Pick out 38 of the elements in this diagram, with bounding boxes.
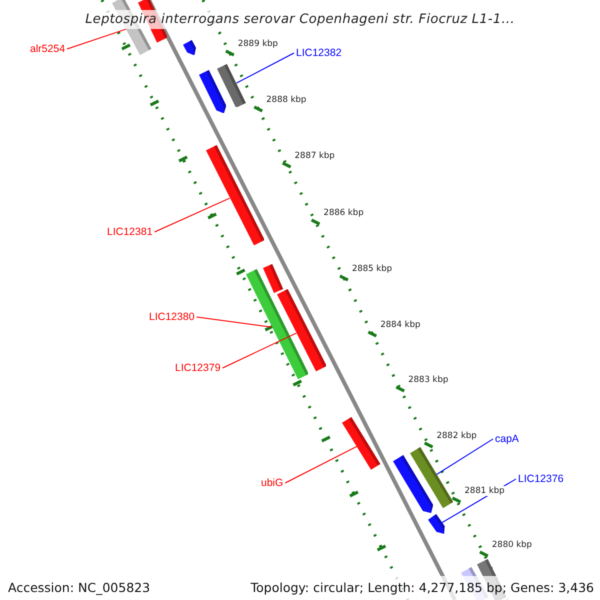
scale-label: 2881 kbp [464, 486, 506, 496]
scale-label: 2888 kbp [265, 95, 308, 105]
gene-label: alr5254 [30, 43, 66, 55]
gene-block [428, 514, 445, 534]
leader-line [196, 316, 272, 328]
info-text: Accession: NC_005823 [8, 580, 150, 595]
info-text: Topology: circular; Length: 4,277,185 bp; Genes: 3,436 [250, 580, 594, 595]
gene-block [199, 70, 226, 113]
scale-label: 2883 kbp [407, 375, 450, 385]
gene-block [246, 269, 308, 380]
gene-label: LIC12379 [175, 362, 221, 374]
scale-label: 2882 kbp [436, 431, 478, 441]
gene-block [217, 64, 246, 108]
scale-label: 2884 kbp [379, 320, 422, 330]
leader-line [436, 438, 494, 475]
scale-label: 2885 kbp [350, 264, 393, 274]
gene-label: LIC12381 [107, 226, 153, 238]
gene-block [392, 454, 434, 513]
scale-label: 2886 kbp [322, 208, 365, 218]
leader-line [154, 198, 230, 232]
scale-label: 2887 kbp [294, 151, 336, 161]
gene-block [206, 145, 264, 246]
gene-label: LIC12376 [518, 473, 564, 485]
leader-line [284, 446, 358, 484]
gene-block [182, 40, 196, 55]
gene-block [410, 446, 454, 508]
leader-line [236, 52, 294, 84]
gene-label: ubiG [261, 477, 284, 489]
leader-line [222, 332, 297, 368]
gene-label: LIC12382 [296, 47, 342, 59]
gene-label: capA [495, 433, 519, 445]
scale-label: 2889 kbp [236, 39, 279, 49]
gene-block [263, 264, 284, 293]
gene-label: LIC12380 [149, 311, 195, 323]
gene-block [276, 289, 326, 372]
scale-label: 2880 kbp [490, 540, 533, 550]
gene-block [342, 417, 381, 470]
leader-line [66, 28, 127, 50]
